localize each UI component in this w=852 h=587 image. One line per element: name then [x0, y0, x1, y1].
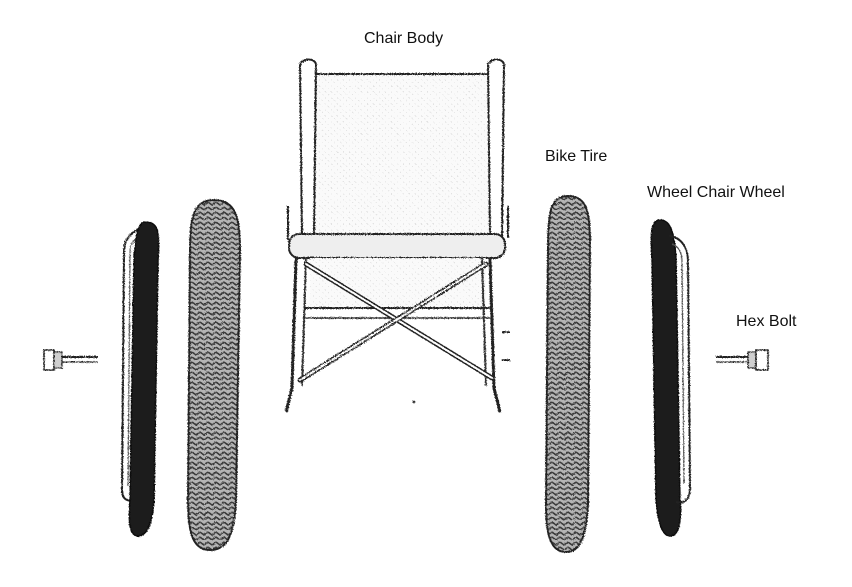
bike-tire-left — [186, 198, 242, 552]
label-chair-body: Chair Body — [364, 30, 444, 47]
hex-bolt-right — [716, 349, 769, 371]
bike-tire-right — [544, 194, 592, 554]
label-wheel-chair-wheel: Wheel Chair Wheel — [647, 184, 785, 201]
hex-bolt-left — [43, 349, 98, 371]
label-hex-bolt: Hex Bolt — [736, 313, 797, 330]
chair-body — [284, 58, 510, 413]
wheelchair-wheel-left — [120, 221, 160, 537]
wheelchair-wheel-right — [650, 219, 692, 537]
label-bike-tire: Bike Tire — [545, 148, 608, 165]
